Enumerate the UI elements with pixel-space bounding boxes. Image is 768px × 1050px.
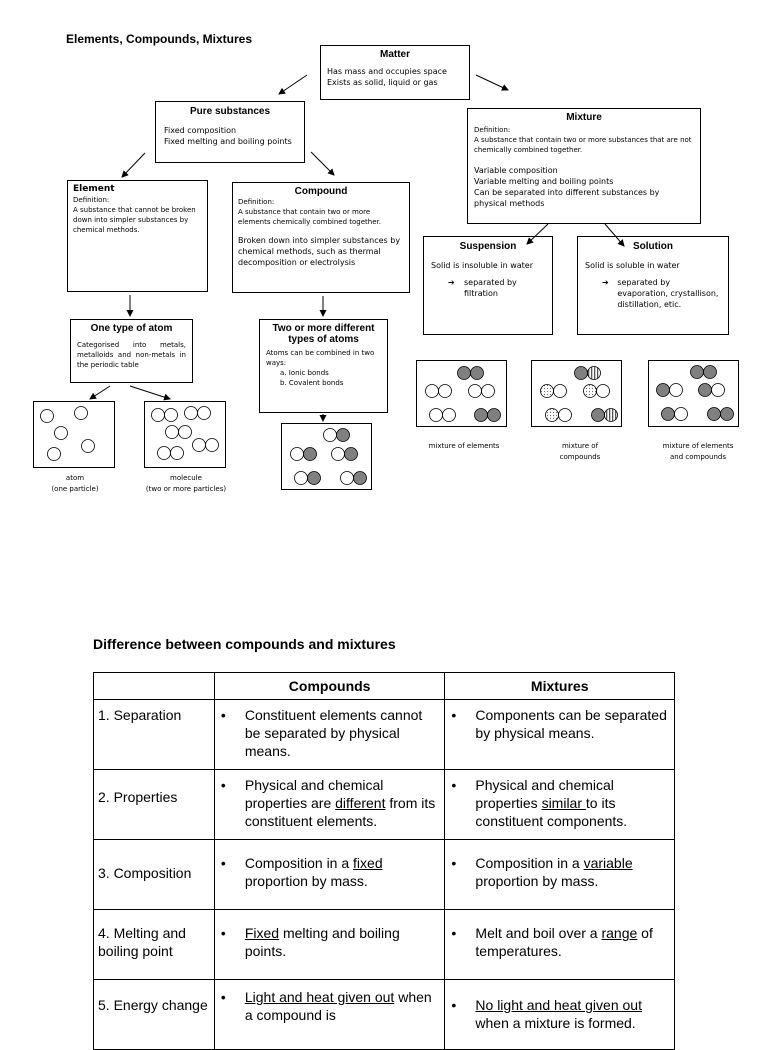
arrow-onetype-to-atom (89, 385, 111, 400)
arrow-onetype-to-molecule (129, 385, 171, 401)
suspension-title: Suspension (459, 241, 517, 252)
bullet-icon: • (451, 997, 457, 1013)
pure-line-2: Fixed melting and boiling points (164, 137, 292, 146)
mixtures-cell: •Melt and boil over a range of temperatu… (444, 909, 675, 980)
pure-substances-title: Pure substances (189, 106, 271, 117)
bullet-icon: • (451, 777, 457, 793)
arrow-matter-to-pure (278, 74, 308, 95)
compounds-cell: •Fixed melting and boiling points. (213, 909, 446, 980)
arrow-pure-to-element (121, 152, 146, 178)
mixture-definition: A substance that contain two or more sub… (474, 136, 692, 154)
row-label: 4. Melting and boiling point (93, 909, 215, 980)
caption-molecule: molecule(two or more particles) (145, 474, 227, 493)
row-label: 2. Properties (93, 769, 215, 840)
two-types-atoms-text: Atoms can be combined in two ways: (266, 349, 375, 367)
right-arrow-icon: ➔ (602, 278, 609, 287)
suspension-line: Solid is insoluble in water (431, 261, 534, 270)
mixture-line-3: Can be separated into different substanc… (474, 188, 660, 208)
mixture-compounds-diagram (531, 360, 622, 427)
mixture-definition-label: Definition: (474, 126, 511, 134)
compound-particles-diagram (281, 423, 372, 490)
bullet-icon: • (451, 707, 457, 723)
solution-title: Solution (633, 241, 673, 252)
table-heading: Difference between compounds and mixture… (93, 636, 396, 652)
table-row: 2. Properties •Physical and chemical pro… (93, 769, 675, 840)
one-type-atom-box: One type of atom Categorised into metals… (70, 319, 193, 383)
caption-mixture-elements-compounds: mixture of elements and compounds (662, 442, 734, 461)
mixtures-cell: •No light and heat given out when a mixt… (444, 979, 675, 1050)
caption-mixture-elements: mixture of elements (428, 442, 500, 450)
arrow-matter-to-mixture (475, 74, 509, 91)
mixture-box: Mixture Definition: A substance that con… (467, 108, 701, 224)
caption-atom: atom(one particle) (51, 474, 99, 493)
table-row: 4. Melting and boiling point •Fixed melt… (93, 909, 675, 980)
suspension-result: separated by filtration (464, 278, 517, 298)
compound-title: Compound (294, 186, 348, 197)
two-types-atoms-title: Two or more different types of atoms (272, 323, 375, 345)
mixture-elements-compounds-diagram (648, 360, 739, 427)
bullet-icon: • (220, 707, 226, 723)
bullet-icon: • (451, 855, 457, 871)
one-type-atom-title: One type of atom (90, 323, 173, 334)
solution-line: Solid is soluble in water (585, 261, 680, 270)
table-row: 1. Separation •Constituent elements cann… (93, 699, 675, 770)
bond-item-covalent: b. Covalent bonds (280, 379, 344, 387)
atom-diagram (33, 401, 115, 468)
compounds-cell: •Light and heat given out when a compoun… (213, 979, 446, 1050)
table-header-row: Compounds Mixtures (93, 672, 675, 700)
suspension-box: Suspension Solid is insoluble in water ➔… (423, 236, 553, 335)
matter-title: Matter (379, 49, 410, 60)
arrow-pure-to-compound (310, 151, 335, 176)
element-box: Element Definition: A substance that can… (67, 180, 208, 292)
table-row: 3. Composition •Composition in a fixed p… (93, 839, 675, 910)
pure-substances-box: Pure substances Fixed composition Fixed … (155, 101, 305, 163)
one-type-atom-text: Categorised into metals, metalloids and … (77, 341, 186, 369)
right-arrow-icon: ➔ (448, 278, 455, 287)
compound-extra: Broken down into simpler substances by c… (238, 236, 401, 267)
header-compounds: Compounds (213, 672, 446, 700)
row-label: 3. Composition (93, 839, 215, 910)
compounds-cell: •Physical and chemical properties are di… (213, 769, 446, 840)
compound-definition: A substance that contain two or more ele… (238, 208, 381, 226)
compounds-cell: •Composition in a fixed proportion by ma… (213, 839, 446, 910)
caption-mixture-compounds: mixture of compounds (559, 442, 601, 461)
bullet-icon: • (220, 777, 226, 793)
row-label: 1. Separation (93, 699, 215, 770)
mixture-line-1: Variable composition (474, 166, 558, 175)
solution-box: Solution Solid is soluble in water ➔ sep… (577, 236, 729, 335)
matter-line-1: Has mass and occupies space (327, 67, 447, 76)
compound-box: Compound Definition: A substance that co… (232, 182, 410, 293)
element-definition-label: Definition: (73, 196, 110, 204)
mixture-title: Mixture (566, 112, 602, 123)
header-mixtures: Mixtures (444, 672, 675, 700)
compounds-cell: •Constituent elements cannot be separate… (213, 699, 446, 770)
mixtures-cell: •Components can be separated by physical… (444, 699, 675, 770)
molecule-diagram (144, 401, 226, 468)
two-types-atoms-box: Two or more different types of atoms Ato… (259, 319, 388, 413)
header-blank (93, 672, 215, 700)
matter-box: Matter Has mass and occupies space Exist… (320, 45, 470, 100)
table-row: 5. Energy change •Light and heat given o… (93, 979, 675, 1050)
compound-definition-label: Definition: (238, 198, 275, 206)
bond-item-ionic: a. Ionic bonds (280, 369, 329, 377)
mixture-elements-diagram (416, 360, 507, 427)
mixture-line-2: Variable melting and boiling points (474, 177, 614, 186)
pure-line-1: Fixed composition (164, 126, 237, 135)
bullet-icon: • (220, 855, 226, 871)
comparison-table: Compounds Mixtures 1. Separation •Consti… (93, 672, 675, 1050)
bullet-icon: • (220, 925, 226, 941)
bullet-icon: • (451, 925, 457, 941)
element-title: Element (73, 184, 115, 194)
mixtures-cell: •Composition in a variable proportion by… (444, 839, 675, 910)
page-title: Elements, Compounds, Mixtures (66, 32, 253, 46)
matter-line-2: Exists as solid, liquid or gas (327, 78, 438, 87)
element-definition: A substance that cannot be broken down i… (73, 206, 196, 234)
bullet-icon: • (220, 989, 226, 1005)
mixtures-cell: •Physical and chemical properties simila… (444, 769, 675, 840)
row-label: 5. Energy change (93, 979, 215, 1050)
solution-result: separated by evaporation, crystallison, … (617, 278, 719, 309)
